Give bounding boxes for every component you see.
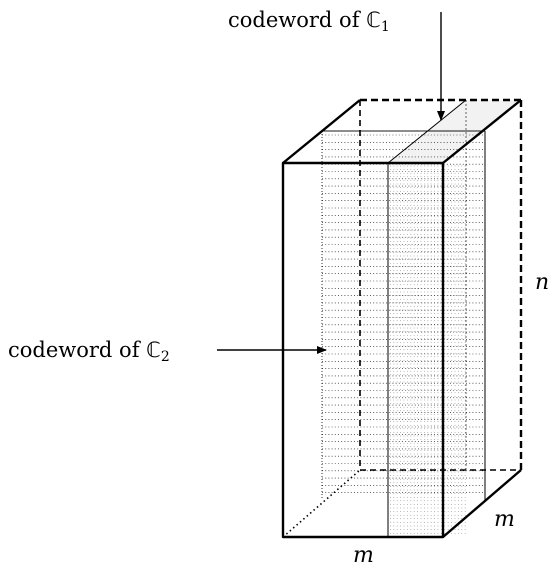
arrows (217, 12, 445, 354)
label-codeword-c2: codeword of ℂ2 (8, 338, 170, 365)
c1-slab (387, 99, 522, 470)
inner-vertical-lines (322, 130, 486, 537)
label-codeword-c1: codeword of ℂ1 (228, 8, 390, 35)
dotted-grid (321, 131, 485, 500)
front-left-bottom-diagonal (282, 469, 361, 538)
c1-slab-dots (390, 165, 466, 534)
top-left-edge (282, 99, 361, 164)
hidden-edges (282, 100, 521, 538)
bottom-right-edge (442, 469, 522, 538)
top-right-edge (442, 99, 522, 164)
label-height-n: n (535, 270, 550, 295)
label-width-m: m (353, 543, 374, 568)
label-depth-m: m (494, 507, 515, 532)
